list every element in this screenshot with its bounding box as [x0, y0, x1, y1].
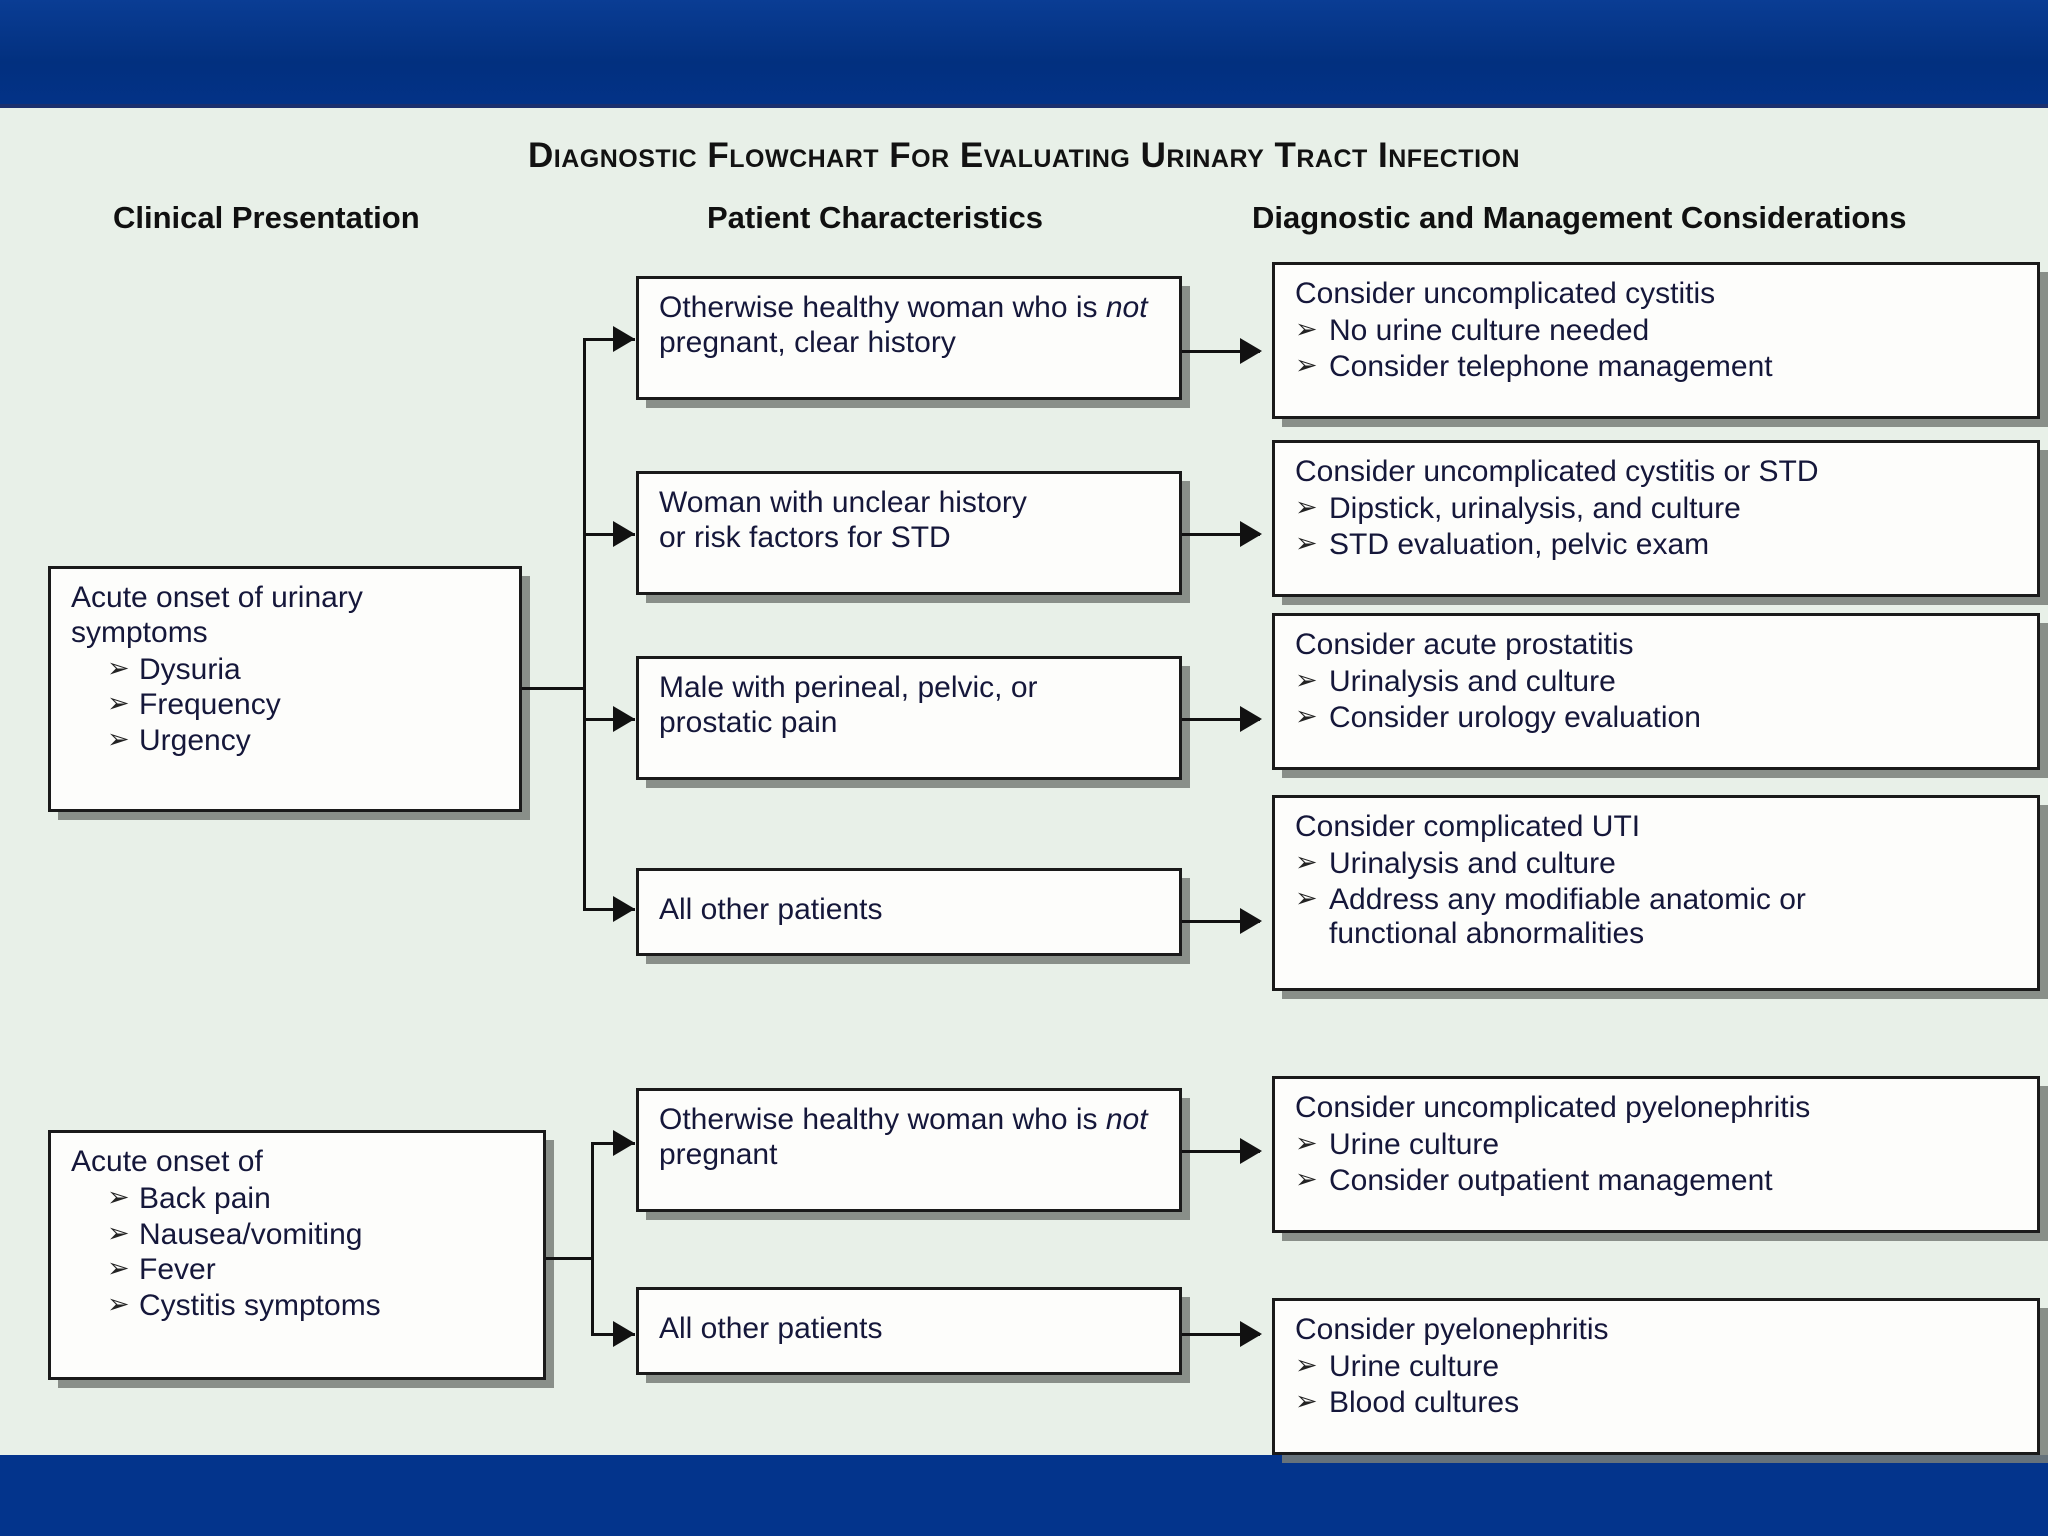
connector-char5-to-dx5 [1182, 1150, 1260, 1153]
list-item: STD evaluation, pelvic exam [1295, 528, 2023, 563]
consideration-box-acute-prostatitis: Consider acute prostatitis Urinalysis an… [1272, 613, 2040, 770]
consideration-box-complicated-uti: Consider complicated UTI Urinalysis and … [1272, 795, 2040, 991]
characteristic-line-2: prostatic pain [659, 705, 838, 739]
arrow-to-consideration-3 [1240, 706, 1262, 732]
consideration-header: Consider uncomplicated cystitis [1295, 277, 1716, 310]
list-item: No urine culture needed [1295, 314, 2023, 349]
list-item: Blood cultures [1295, 1386, 2023, 1421]
page-title: Diagnostic Flowchart For Evaluating Urin… [527, 136, 1521, 175]
arrow-to-consideration-1 [1240, 338, 1262, 364]
list-item: Consider telephone management [1295, 350, 2023, 385]
connector-branch-2 [583, 533, 635, 536]
list-item: Urinalysis and culture [1295, 847, 2023, 882]
arrow-to-consideration-4 [1240, 908, 1262, 934]
consideration-bullet-list: Dipstick, urinalysis, and culture STD ev… [1295, 492, 2023, 563]
list-item-line-2: functional abnormalities [1329, 917, 1645, 951]
connector-trunk-horizontal-2 [546, 1257, 592, 1260]
characteristic-box-healthy-woman-not-pregnant: Otherwise healthy woman who is not pregn… [636, 1088, 1182, 1212]
list-item: Urinalysis and culture [1295, 665, 2023, 700]
characteristic-text: Otherwise healthy woman who is not pregn… [659, 291, 1165, 361]
consideration-box-cystitis-or-std: Consider uncomplicated cystitis or STD D… [1272, 440, 2040, 597]
list-item: Urine culture [1295, 1128, 2023, 1163]
list-item: Cystitis symptoms [107, 1289, 529, 1324]
list-item: Nausea/vomiting [107, 1218, 529, 1253]
presentation-bullet-list: Dysuria Frequency Urgency [107, 653, 505, 759]
consideration-header: Consider pyelonephritis [1295, 1313, 1609, 1346]
column-header-patient-characteristics: Patient Characteristics [707, 200, 1043, 235]
arrow-to-consideration-6 [1240, 1321, 1262, 1347]
list-item: Back pain [107, 1182, 529, 1217]
consideration-header: Consider uncomplicated pyelonephritis [1295, 1091, 1811, 1124]
list-item: Fever [107, 1253, 529, 1288]
presentation-line-2: symptoms [71, 615, 208, 649]
presentation-box-urinary-symptoms: Acute onset of urinary symptoms Dysuria … [48, 566, 522, 812]
characteristic-box-male-pelvic-pain: Male with perineal, pelvic, or prostatic… [636, 656, 1182, 780]
presentation-line-1: Acute onset of [71, 1145, 263, 1178]
list-item: Urgency [107, 724, 505, 759]
characteristic-box-all-other-patients-2: All other patients [636, 1287, 1182, 1375]
arrow-to-characteristic-1 [613, 326, 635, 352]
characteristic-text-emphasis: not [1105, 1103, 1148, 1136]
consideration-bullet-list: Urine culture Consider outpatient manage… [1295, 1128, 2023, 1199]
arrow-to-characteristic-6 [613, 1321, 635, 1347]
list-item: Consider urology evaluation [1295, 701, 2023, 736]
arrow-to-characteristic-2 [613, 521, 635, 547]
column-header-diagnostic-management: Diagnostic and Management Considerations [1252, 200, 1907, 235]
top-banner-rule [0, 104, 2048, 108]
characteristic-line-1: All other patients [659, 1312, 883, 1345]
characteristic-box-healthy-woman-clear-history: Otherwise healthy woman who is not pregn… [636, 276, 1182, 400]
connector-branch-1 [583, 338, 635, 341]
connector-char4-to-dx4 [1182, 920, 1260, 923]
characteristic-text-emphasis: not [1105, 291, 1148, 324]
consideration-bullet-list: Urinalysis and culture Address any modif… [1295, 847, 2023, 952]
characteristic-text-pre: Otherwise healthy woman who is [659, 1103, 1106, 1136]
list-item: Frequency [107, 688, 505, 723]
characteristic-text-post: pregnant, clear history [659, 325, 956, 359]
characteristic-text: Otherwise healthy woman who is not pregn… [659, 1103, 1165, 1173]
top-banner [0, 0, 2048, 104]
connector-trunk-horizontal [522, 687, 584, 690]
connector-char3-to-dx3 [1182, 718, 1260, 721]
consideration-bullet-list: Urinalysis and culture Consider urology … [1295, 665, 2023, 736]
bottom-banner [0, 1455, 2048, 1536]
connector-branch-3 [583, 718, 635, 721]
list-item: Dysuria [107, 653, 505, 688]
presentation-box-systemic-symptoms: Acute onset of Back pain Nausea/vomiting… [48, 1130, 546, 1380]
characteristic-line-1: Male with perineal, pelvic, or [659, 671, 1038, 704]
arrow-to-consideration-5 [1240, 1138, 1262, 1164]
list-item: Urine culture [1295, 1350, 2023, 1385]
consideration-bullet-list: No urine culture needed Consider telepho… [1295, 314, 2023, 385]
connector-char1-to-dx1 [1182, 350, 1260, 353]
arrow-to-characteristic-5 [613, 1130, 635, 1156]
consideration-header: Consider complicated UTI [1295, 810, 1641, 843]
list-item: Consider outpatient management [1295, 1164, 2023, 1199]
consideration-header: Consider uncomplicated cystitis or STD [1295, 455, 1819, 488]
presentation-bullet-list: Back pain Nausea/vomiting Fever Cystitis… [107, 1182, 529, 1324]
arrow-to-consideration-2 [1240, 521, 1262, 547]
arrow-to-characteristic-3 [613, 706, 635, 732]
presentation-line-1: Acute onset of urinary [71, 581, 363, 614]
characteristic-box-all-other-patients-1: All other patients [636, 868, 1182, 956]
column-header-clinical-presentation: Clinical Presentation [113, 200, 420, 235]
connector-spine-vertical [583, 338, 586, 910]
characteristic-line-2: or risk factors for STD [659, 520, 951, 554]
consideration-bullet-list: Urine culture Blood cultures [1295, 1350, 2023, 1421]
connector-spine-vertical-2 [591, 1142, 594, 1336]
characteristic-box-woman-unclear-history: Woman with unclear history or risk facto… [636, 471, 1182, 595]
consideration-header: Consider acute prostatitis [1295, 628, 1634, 661]
characteristic-line-1: Woman with unclear history [659, 486, 1027, 519]
arrow-to-characteristic-4 [613, 896, 635, 922]
consideration-box-uncomplicated-cystitis: Consider uncomplicated cystitis No urine… [1272, 262, 2040, 419]
list-item: Address any modifiable anatomic orfuncti… [1295, 883, 2023, 953]
connector-char2-to-dx2 [1182, 533, 1260, 536]
connector-char6-to-dx6 [1182, 1333, 1260, 1336]
consideration-box-pyelonephritis: Consider pyelonephritis Urine culture Bl… [1272, 1298, 2040, 1455]
connector-branch-4 [583, 908, 635, 911]
characteristic-line-1: All other patients [659, 893, 883, 926]
characteristic-text-post: pregnant [659, 1137, 778, 1171]
list-item: Dipstick, urinalysis, and culture [1295, 492, 2023, 527]
characteristic-text-pre: Otherwise healthy woman who is [659, 291, 1106, 324]
consideration-box-uncomplicated-pyelonephritis: Consider uncomplicated pyelonephritis Ur… [1272, 1076, 2040, 1233]
list-item-line-1: Address any modifiable anatomic or [1329, 882, 1806, 916]
